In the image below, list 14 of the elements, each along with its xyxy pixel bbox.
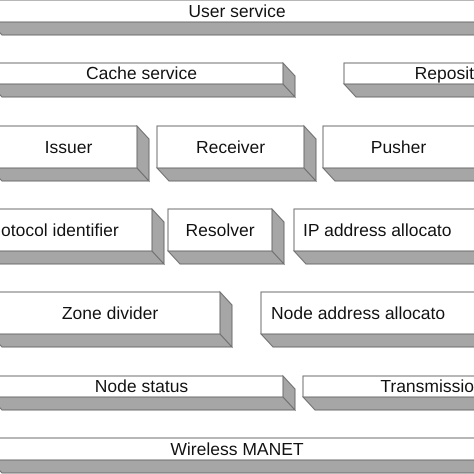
block-label: Pusher <box>370 138 426 156</box>
block-label: Wireless MANET <box>170 440 304 458</box>
block-label: Node address allocato <box>271 304 446 322</box>
block-label: otocol identifier <box>1 222 119 240</box>
block-label: IP address allocato <box>303 222 452 240</box>
block-label: Cache service <box>86 65 197 83</box>
block-label: Resolver <box>185 222 255 240</box>
block-label: Issuer <box>44 138 92 156</box>
block-label: Receiver <box>196 138 266 156</box>
block-label: Transmissio <box>380 378 474 396</box>
block-label: User service <box>188 2 286 20</box>
block-label: Node status <box>94 378 188 396</box>
block-label: Zone divider <box>62 304 158 322</box>
block-label: Reposit <box>414 65 474 83</box>
